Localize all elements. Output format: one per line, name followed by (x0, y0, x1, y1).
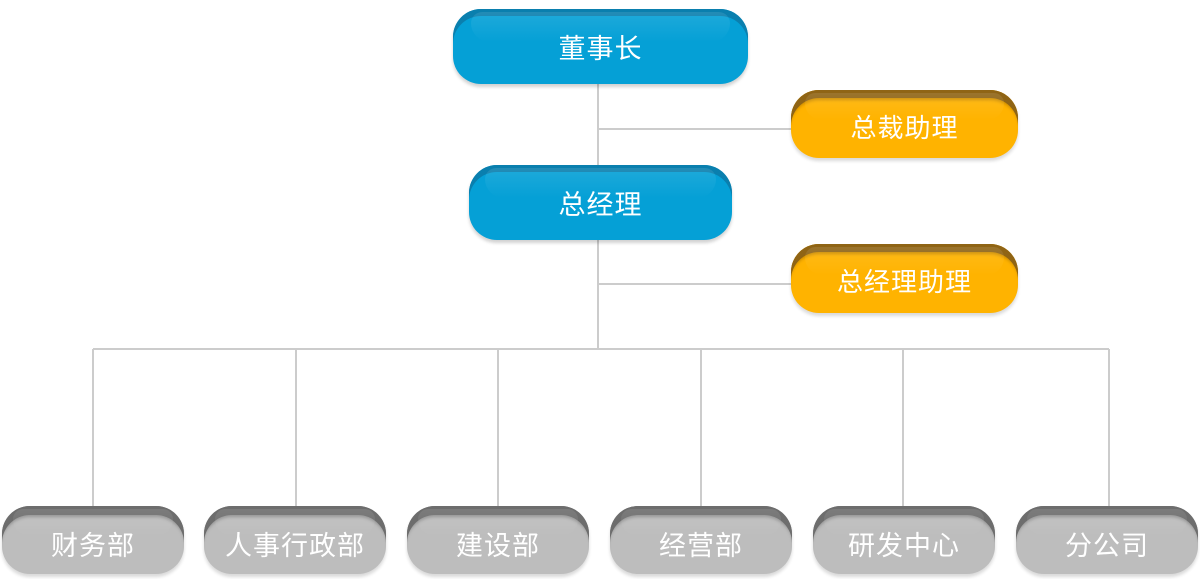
node-department: 财务部 (2, 506, 184, 574)
node-department: 研发中心 (813, 506, 995, 574)
node-department: 建设部 (407, 506, 589, 574)
node-president-assistant: 总裁助理 (791, 90, 1018, 158)
node-chairman: 董事长 (453, 9, 748, 84)
node-gm-assistant: 总经理助理 (791, 244, 1018, 313)
node-department: 分公司 (1016, 506, 1198, 574)
node-president-assistant-label: 总裁助理 (850, 113, 959, 144)
department-label: 财务部 (51, 530, 135, 562)
node-department: 人事行政部 (204, 506, 386, 574)
node-general-manager-label: 总经理 (558, 190, 643, 221)
node-gm-assistant-label: 总经理助理 (836, 268, 972, 298)
department-label: 经营部 (659, 530, 743, 562)
node-department: 经营部 (610, 506, 792, 574)
department-label: 人事行政部 (225, 530, 365, 562)
node-chairman-label: 董事长 (558, 34, 643, 65)
department-label: 建设部 (456, 530, 540, 562)
department-label: 分公司 (1065, 530, 1149, 562)
node-general-manager: 总经理 (469, 165, 732, 240)
department-label: 研发中心 (848, 530, 960, 562)
